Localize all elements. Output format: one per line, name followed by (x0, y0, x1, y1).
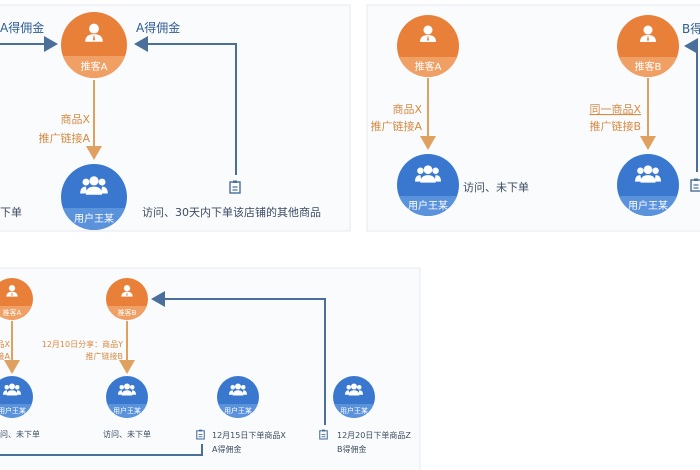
promoter-label: 推客A (415, 60, 442, 73)
user-node-3: 用户王某 (217, 376, 259, 418)
user-node-2: 用户王某 (106, 376, 148, 418)
promoter-label: 推客A (81, 60, 108, 73)
user-label: 用户王某 (113, 406, 141, 415)
link-b-label: 推广链接B (86, 351, 124, 361)
product-label: 商品X (60, 112, 90, 126)
promoter-b-node: 推客B (106, 278, 148, 320)
action-b: 访问、未下单 (103, 429, 151, 439)
link-b-label: 推广链接B (589, 119, 641, 133)
product-b-label: 同一商品X (589, 102, 641, 116)
user-a-node: 用户王某 (397, 154, 459, 216)
commission-line-a (0, 444, 203, 456)
right-action: 访问、30天内下单该店铺的其他商品 (142, 205, 321, 219)
action-a: 访问、未下单 (463, 181, 529, 194)
order-2: 12月20日下单商品Z (337, 430, 411, 440)
commission-arrow-b (151, 291, 326, 425)
commission-b-label: B得 (682, 21, 700, 36)
promoter-a-node: 推客A (397, 15, 459, 77)
link-a-label: 接A (0, 351, 11, 361)
link-a-label: 推广链接A (370, 119, 422, 133)
promoter-label: 推客A (3, 308, 22, 317)
left-action: 下单 (0, 206, 22, 219)
panel-3: 品X 接A 12月10日分享：商品Y 推广链接B 推客A 推客B 用户王某 (0, 267, 421, 470)
user-label: 用户王某 (224, 406, 252, 415)
commission-arrow-right (134, 36, 237, 175)
product-a-label: 品X (0, 340, 11, 349)
commission-label-left: A得佣金 (0, 20, 44, 35)
order-1: 12月15日下单商品X (212, 430, 286, 440)
commission-2: B得佣金 (337, 444, 367, 454)
user-label: 用户王某 (74, 212, 114, 225)
promoter-label: 推客B (118, 308, 137, 317)
promoter-b-node: 推客B (617, 15, 679, 77)
share-b-label: 12月10日分享：商品Y (42, 339, 123, 349)
user-b-node: 用户王某 (617, 154, 679, 216)
user-label: 用户王某 (0, 406, 26, 415)
user-node-4: 用户王某 (333, 376, 375, 418)
panel-1: A得佣金 A得佣金 商品X 推广链接A 推客A 用户王某 下单 访问、30天内下… (0, 4, 351, 232)
user-label: 用户王某 (628, 199, 668, 212)
user-node: 用户王某 (61, 164, 127, 230)
link-label: 推广链接A (38, 131, 90, 145)
user-node-1: 用户王某 (0, 376, 33, 418)
panel-2: 商品X 推广链接A 访问、未下单 同一商品X 推广链接B B得 推客A 用户王某… (366, 4, 700, 232)
commission-1: A得佣金 (212, 444, 241, 454)
promoter-label: 推客B (635, 60, 662, 73)
product-a-label: 商品X (392, 102, 422, 116)
promoter-a-node: 推客A (61, 12, 127, 78)
commission-arrow-b (684, 38, 698, 172)
user-label: 用户王某 (408, 199, 448, 212)
action-a: 问、未下单 (0, 429, 40, 439)
commission-label-right: A得佣金 (136, 20, 180, 35)
user-label: 用户王某 (340, 406, 368, 415)
